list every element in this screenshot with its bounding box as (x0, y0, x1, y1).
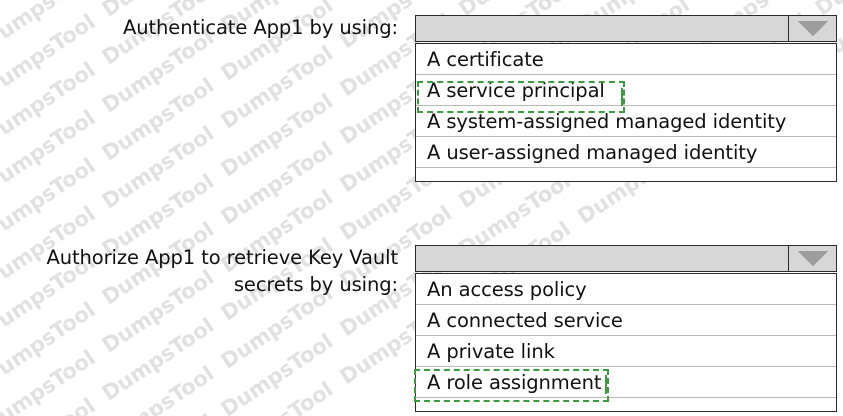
dropdown-1-option-0[interactable]: A certificate (416, 44, 836, 75)
dropdown-1-option-2[interactable]: A system-assigned managed identity (416, 106, 836, 137)
option-label: An access policy (427, 277, 587, 301)
dropdown-2-selected-value (416, 246, 788, 271)
dropdown-1-option-1[interactable]: A service principal (416, 75, 836, 106)
option-label: A user-assigned managed identity (427, 140, 758, 164)
dropdown-2-option-1[interactable]: A connected service (416, 305, 836, 336)
chevron-down-glyph (797, 21, 828, 36)
question-2-label: Authorize App1 to retrieve Key Vault sec… (46, 246, 398, 296)
dropdown-2-option-3[interactable]: A role assignment (416, 367, 836, 398)
chevron-down-glyph (797, 251, 828, 266)
option-label: A private link (427, 339, 555, 363)
dropdown-2-option-list[interactable]: An access policy A connected service A p… (415, 273, 837, 412)
option-label: A service principal (427, 78, 605, 102)
dropdown-1-option-3[interactable]: A user-assigned managed identity (416, 137, 836, 168)
dropdown-1-list-filler (416, 168, 836, 181)
option-label: A certificate (427, 47, 544, 71)
option-label: A system-assigned managed identity (427, 109, 787, 133)
dropdown-1-header[interactable] (415, 15, 837, 42)
option-label: A role assignment (427, 370, 602, 394)
dropdown-1-selected-value (416, 16, 788, 41)
dropdown-2-option-2[interactable]: A private link (416, 336, 836, 367)
dropdown-2-option-0[interactable]: An access policy (416, 274, 836, 305)
question-1-label: Authenticate App1 by using: (123, 16, 398, 39)
dropdown-1-option-list[interactable]: A certificate A service principal A syst… (415, 43, 837, 182)
chevron-down-icon[interactable] (788, 16, 836, 41)
chevron-down-icon[interactable] (788, 246, 836, 271)
dropdown-2-header[interactable] (415, 245, 837, 272)
option-label: A connected service (427, 308, 623, 332)
dropdown-2-list-filler (416, 398, 836, 411)
